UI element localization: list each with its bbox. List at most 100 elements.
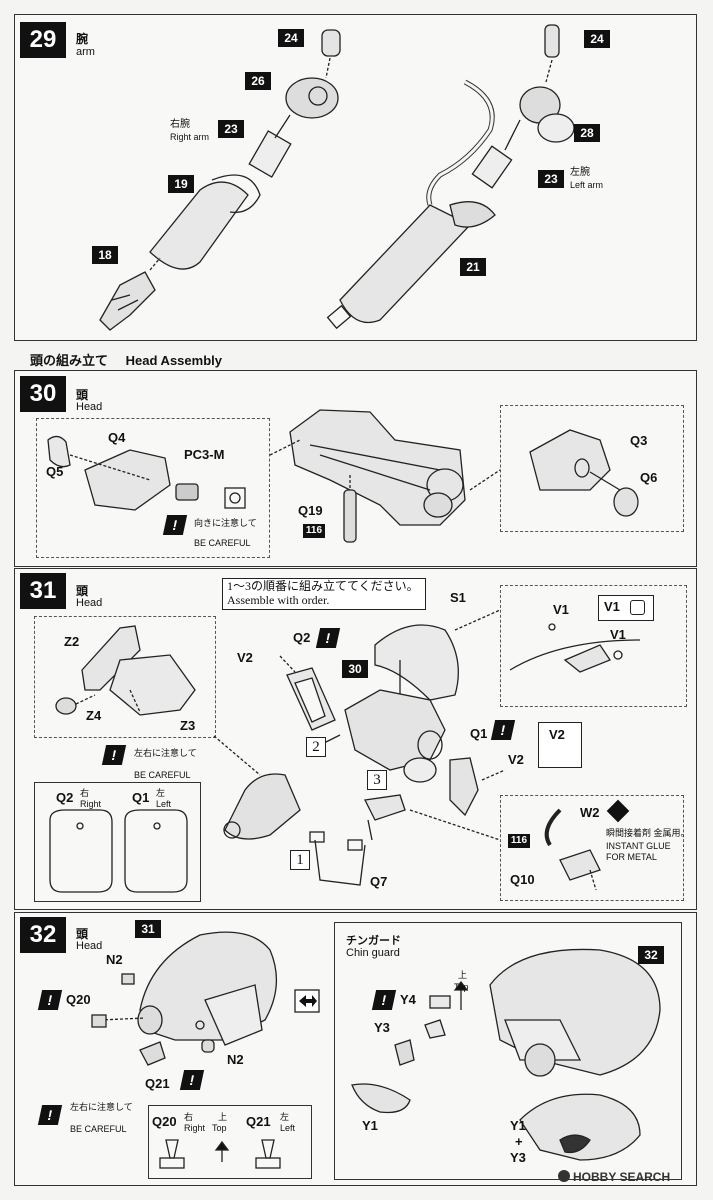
label-n2-top: N2: [106, 952, 123, 967]
assemble-order-note: 1～3の順番に組み立ててください。 Assemble with order.: [222, 578, 426, 610]
step-30-title-en: Head: [76, 401, 103, 413]
part-30-ref: 30: [342, 660, 368, 678]
order-note-en: Assemble with order.: [227, 593, 330, 607]
pad-q1-label: Q1: [132, 790, 150, 805]
step-29-title-jp: 腕: [76, 32, 89, 46]
label-q6: Q6: [640, 470, 658, 485]
part-31-ref: 31: [135, 920, 161, 938]
chin-guard-panel: [334, 922, 682, 1180]
v1-reference-box: [598, 595, 654, 621]
right-arm-drawing: [99, 29, 341, 331]
label-z2: Z2: [64, 634, 80, 649]
orient-top-en: Top: [212, 1123, 227, 1133]
step-32-care-en: BE CAREFUL: [70, 1124, 127, 1134]
right-arm-label-en: Right arm: [170, 132, 210, 142]
glue-note-jp: 瞬間接着剤 金属用。: [606, 828, 690, 838]
label-y4: Y4: [400, 992, 416, 1007]
step-29-title-en: arm: [76, 46, 95, 58]
chin-top-en: Top: [454, 982, 469, 992]
step-30-drawing: [47, 409, 639, 543]
part-116-step31: 116: [508, 834, 530, 848]
part-24-left: 24: [584, 30, 610, 48]
label-plus: +: [515, 1134, 523, 1149]
step-31-title-jp: 頭: [76, 584, 89, 598]
label-z4: Z4: [86, 708, 102, 723]
label-y1: Y1: [362, 1118, 378, 1133]
step-30-care-jp: 向きに注意して: [194, 518, 257, 528]
label-v1-c: V1: [610, 627, 626, 642]
v2-reference-box: [538, 722, 582, 768]
orient-q20-jp: 右: [184, 1112, 194, 1122]
part-32-ref: 32: [638, 946, 664, 964]
label-v2-right: V2: [508, 752, 524, 767]
step-30-title-jp: 頭: [76, 388, 89, 402]
caution-icon-32: !: [37, 1105, 63, 1125]
watermark-text: HOBBY SEARCH: [573, 1170, 671, 1184]
pad-q2-label: Q2: [56, 790, 74, 805]
step-32-title-jp: 頭: [76, 927, 89, 941]
step-31-number: 31: [20, 573, 66, 609]
right-arm-label-jp: 右腕: [170, 119, 190, 130]
step-31-care-jp: 左右に注意して: [134, 748, 197, 758]
order-marker-1: 1: [290, 850, 310, 870]
label-y3: Y3: [374, 1020, 390, 1035]
caution-icon-q21: !: [179, 1070, 205, 1090]
label-v2-left: V2: [237, 650, 253, 665]
step-31-drawing: [49, 609, 641, 893]
label-y1-combo: Y1: [510, 1118, 526, 1133]
step-30-number: 30: [20, 376, 66, 412]
glue-note-en-2: FOR METAL: [606, 852, 657, 862]
label-q3: Q3: [630, 433, 648, 448]
step-30-inset-right: [500, 405, 684, 532]
step-31-title-en: Head: [76, 597, 103, 609]
label-q10: Q10: [510, 872, 535, 887]
q20-q21-orientation-box: [148, 1105, 312, 1179]
pad-q2-side-en: Right: [80, 799, 102, 809]
label-z3: Z3: [180, 718, 196, 733]
part-23-left: 23: [538, 170, 564, 188]
label-q2: Q2: [293, 630, 311, 645]
left-arm-drawing: [326, 24, 575, 330]
orient-q20-label: Q20: [152, 1114, 177, 1129]
chin-top-jp: 上: [458, 970, 468, 980]
part-21: 21: [460, 258, 486, 276]
orient-q21-jp: 左: [280, 1112, 290, 1122]
step-31-inset-z: [34, 616, 216, 738]
label-y3-combo: Y3: [510, 1150, 526, 1165]
orient-q20-en: Right: [184, 1123, 206, 1133]
label-s1: S1: [450, 590, 466, 605]
label-q19: Q19: [298, 503, 323, 518]
part-26: 26: [245, 72, 271, 90]
part-28: 28: [574, 124, 600, 142]
watermark-logo-icon: [558, 1170, 570, 1182]
label-q21: Q21: [145, 1076, 170, 1091]
part-19: 19: [168, 175, 194, 193]
label-v1-a: V1: [553, 602, 569, 617]
chin-guard-title-en: Chin guard: [346, 947, 400, 959]
left-arm-label-en: Left arm: [570, 180, 604, 190]
pad-q1-side-en: Left: [156, 799, 172, 809]
orient-q21-en: Left: [280, 1123, 296, 1133]
nut-icon: [630, 600, 645, 615]
watermark: HOBBY SEARCH: [558, 1170, 670, 1184]
order-note-jp: 1～3の順番に組み立ててください。: [227, 579, 419, 593]
glue-note-en-1: INSTANT GLUE: [606, 841, 671, 851]
orient-q21-label: Q21: [246, 1114, 271, 1129]
head-assembly-heading: 頭の組み立て Head Assembly: [30, 350, 222, 369]
step-32-care-jp: 左右に注意して: [70, 1102, 133, 1112]
step-32-title-en: Head: [76, 940, 103, 952]
label-v2-box: V2: [549, 727, 565, 742]
step-31-inset-v1: [500, 585, 687, 707]
label-q1: Q1: [470, 726, 488, 741]
label-pc3m: PC3-M: [184, 447, 225, 462]
part-23-right: 23: [218, 120, 244, 138]
pad-q1-side-jp: 左: [156, 788, 166, 798]
label-q20: Q20: [66, 992, 91, 1007]
left-arm-label-jp: 左腕: [570, 167, 590, 178]
label-v1-b: V1: [604, 599, 620, 614]
orient-top-jp: 上: [218, 1112, 228, 1122]
label-q5: Q5: [46, 464, 64, 479]
order-marker-2: 2: [306, 737, 326, 757]
head-assembly-en: Head Assembly: [125, 353, 222, 368]
